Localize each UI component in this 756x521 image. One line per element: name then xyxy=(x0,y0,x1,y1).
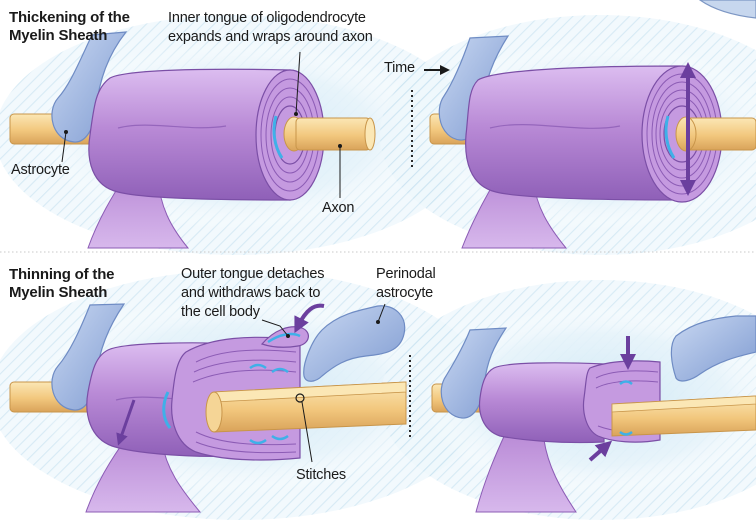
outer-tongue-label-line3: the cell body xyxy=(181,304,260,321)
outer-tongue-label-line2: and withdraws back to xyxy=(181,285,320,302)
outer-tongue-label-line1: Outer tongue detaches xyxy=(181,266,324,283)
astrocyte-label: Astrocyte xyxy=(11,162,70,179)
top-title-line2: Myelin Sheath xyxy=(9,27,107,44)
bottom-title-line1: Thinning of the xyxy=(9,266,114,283)
inner-tongue-label-line1: Inner tongue of oligodendrocyte xyxy=(168,10,366,27)
inner-tongue-label-line2: expands and wraps around axon xyxy=(168,29,373,46)
stitches-label: Stitches xyxy=(296,467,346,484)
top-title-line1: Thickening of the xyxy=(9,9,130,26)
bottom-title-line2: Myelin Sheath xyxy=(9,284,107,301)
time-label: Time xyxy=(384,60,415,77)
perinodal-label-line2: astrocyte xyxy=(376,285,433,302)
perinodal-label-line1: Perinodal xyxy=(376,266,435,283)
axon-label: Axon xyxy=(322,200,354,217)
